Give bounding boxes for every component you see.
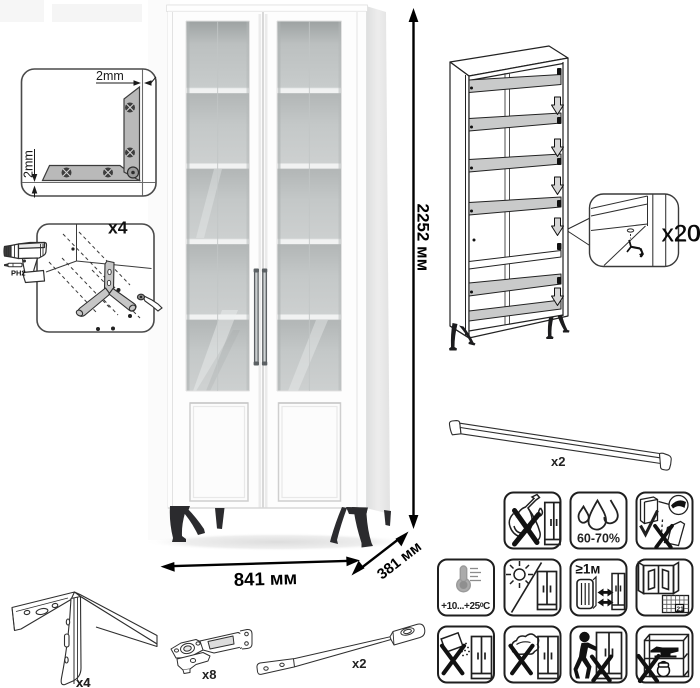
svg-text:≥1м: ≥1м bbox=[576, 562, 601, 577]
svg-text:2252 мм: 2252 мм bbox=[414, 204, 433, 272]
svg-text:21: 21 bbox=[677, 606, 685, 613]
svg-text:60-70%: 60-70% bbox=[577, 532, 620, 546]
svg-text:2mm: 2mm bbox=[96, 69, 124, 83]
svg-text:+10...+250C: +10...+250C bbox=[441, 601, 490, 612]
svg-text:x2: x2 bbox=[352, 656, 366, 671]
svg-text:x4: x4 bbox=[108, 218, 128, 238]
svg-text:x4: x4 bbox=[76, 675, 91, 688]
svg-text:x20: x20 bbox=[662, 220, 700, 246]
svg-text:841 мм: 841 мм bbox=[233, 567, 297, 590]
svg-text:PH2: PH2 bbox=[11, 269, 26, 278]
svg-text:x8: x8 bbox=[202, 667, 216, 682]
svg-text:x20: x20 bbox=[662, 221, 700, 248]
svg-text:2mm: 2mm bbox=[22, 150, 36, 178]
svg-text:x2: x2 bbox=[551, 454, 565, 469]
svg-text:x4: x4 bbox=[76, 675, 91, 688]
